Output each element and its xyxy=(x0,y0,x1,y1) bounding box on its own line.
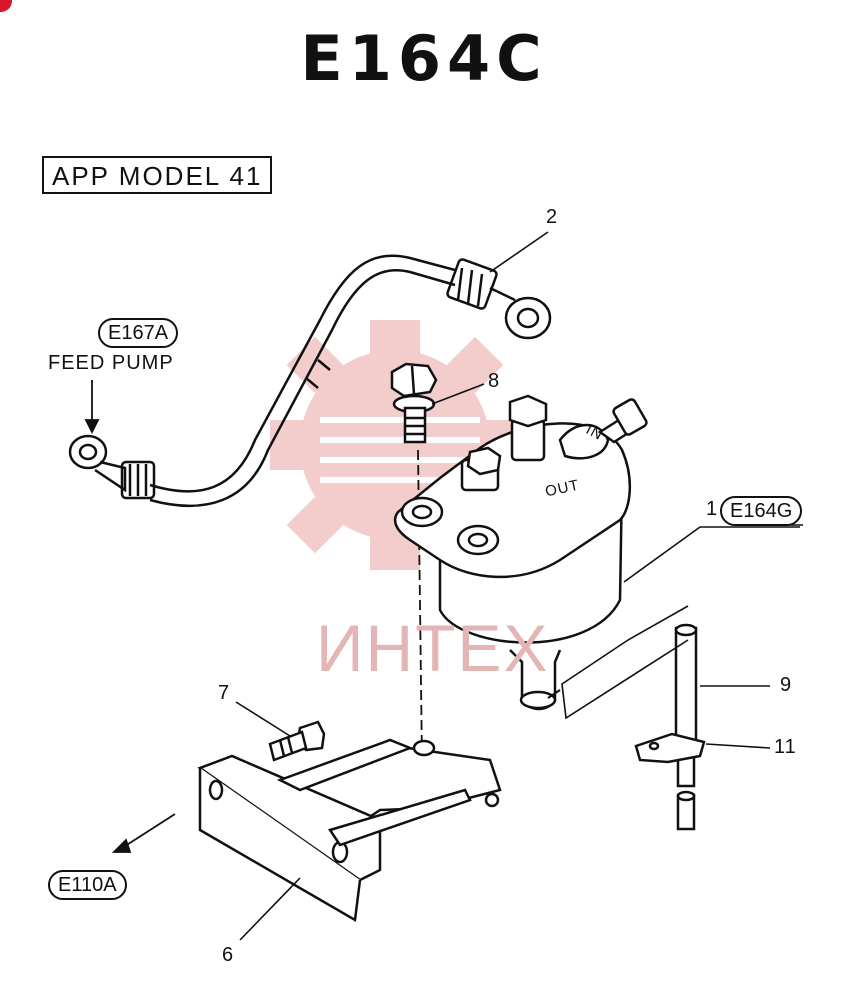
ref-bracket[interactable]: E110A xyxy=(48,870,127,900)
page-title: E164C xyxy=(300,22,548,95)
callout-part-6: 6 xyxy=(222,944,235,966)
drain-pipe-part-9 xyxy=(674,623,698,831)
watermark-text: ИНТЕХ xyxy=(316,611,550,685)
pipe-right-banjo-fitting xyxy=(446,258,552,340)
pipe-left-banjo-fitting xyxy=(68,434,156,500)
callout-part-8: 8 xyxy=(488,370,501,392)
callout-part-9: 9 xyxy=(780,674,793,696)
bracket-ref-arrow xyxy=(111,813,176,853)
drain-clip-part-11 xyxy=(634,732,706,764)
callout-part-1: 1 xyxy=(706,498,719,520)
bolt-part-7 xyxy=(268,720,326,762)
fuel-filter-assembly xyxy=(393,394,648,711)
ref-feed-pump[interactable]: E167A xyxy=(98,318,179,348)
bolt-part-8 xyxy=(390,362,438,444)
callout-part-7: 7 xyxy=(218,682,231,704)
leader-lines xyxy=(235,231,800,941)
app-model-box: APP MODEL 41 xyxy=(42,156,273,194)
feed-pump-label: FEED PUMP xyxy=(48,352,174,374)
fuel-pipe xyxy=(149,254,456,508)
callout-part-2: 2 xyxy=(546,206,559,228)
callout-part-11: 11 xyxy=(774,736,797,758)
ref-fuel-filter[interactable]: E164G xyxy=(720,496,803,526)
feed-pump-arrow xyxy=(84,380,100,435)
bracket-part-6 xyxy=(197,738,502,923)
